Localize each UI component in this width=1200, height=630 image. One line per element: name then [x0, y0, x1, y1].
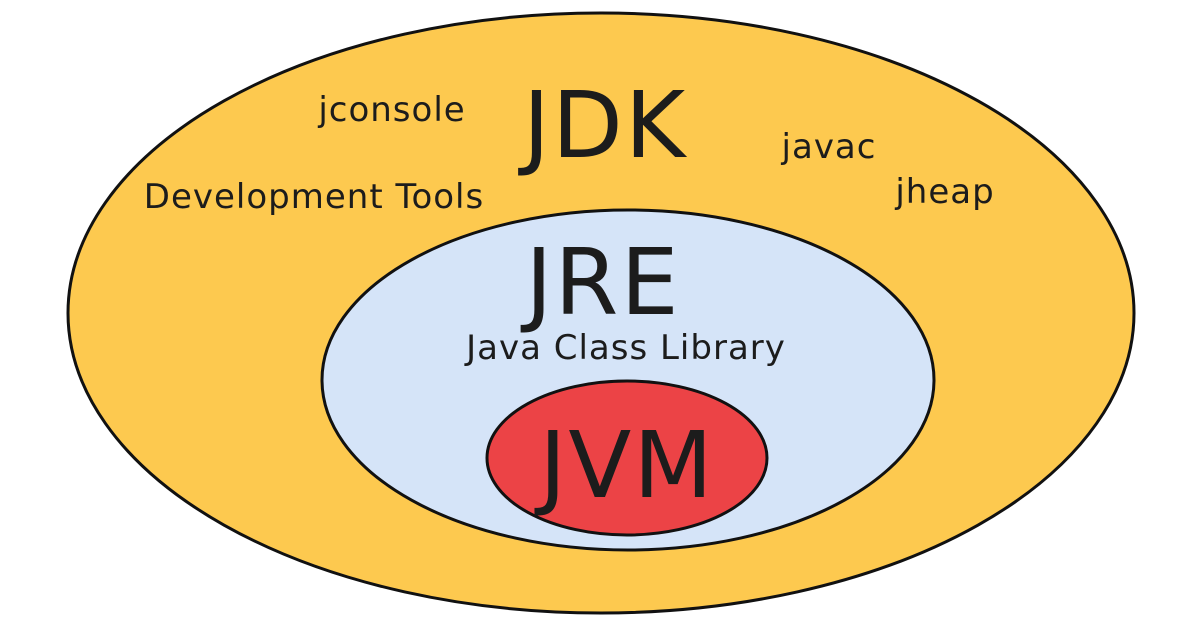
java-class-library-label: Java Class Library [464, 328, 786, 368]
development-tools-label: Development Tools [144, 177, 484, 217]
jdk-title: JDK [518, 72, 688, 179]
jre-title: JRE [520, 229, 680, 336]
jvm-title: JVM [534, 412, 714, 519]
jvm-ellipse [485, 379, 769, 537]
jconsole-label: jconsole [317, 90, 465, 130]
javac-label: javac [781, 127, 877, 167]
jheap-label: jheap [894, 172, 994, 212]
